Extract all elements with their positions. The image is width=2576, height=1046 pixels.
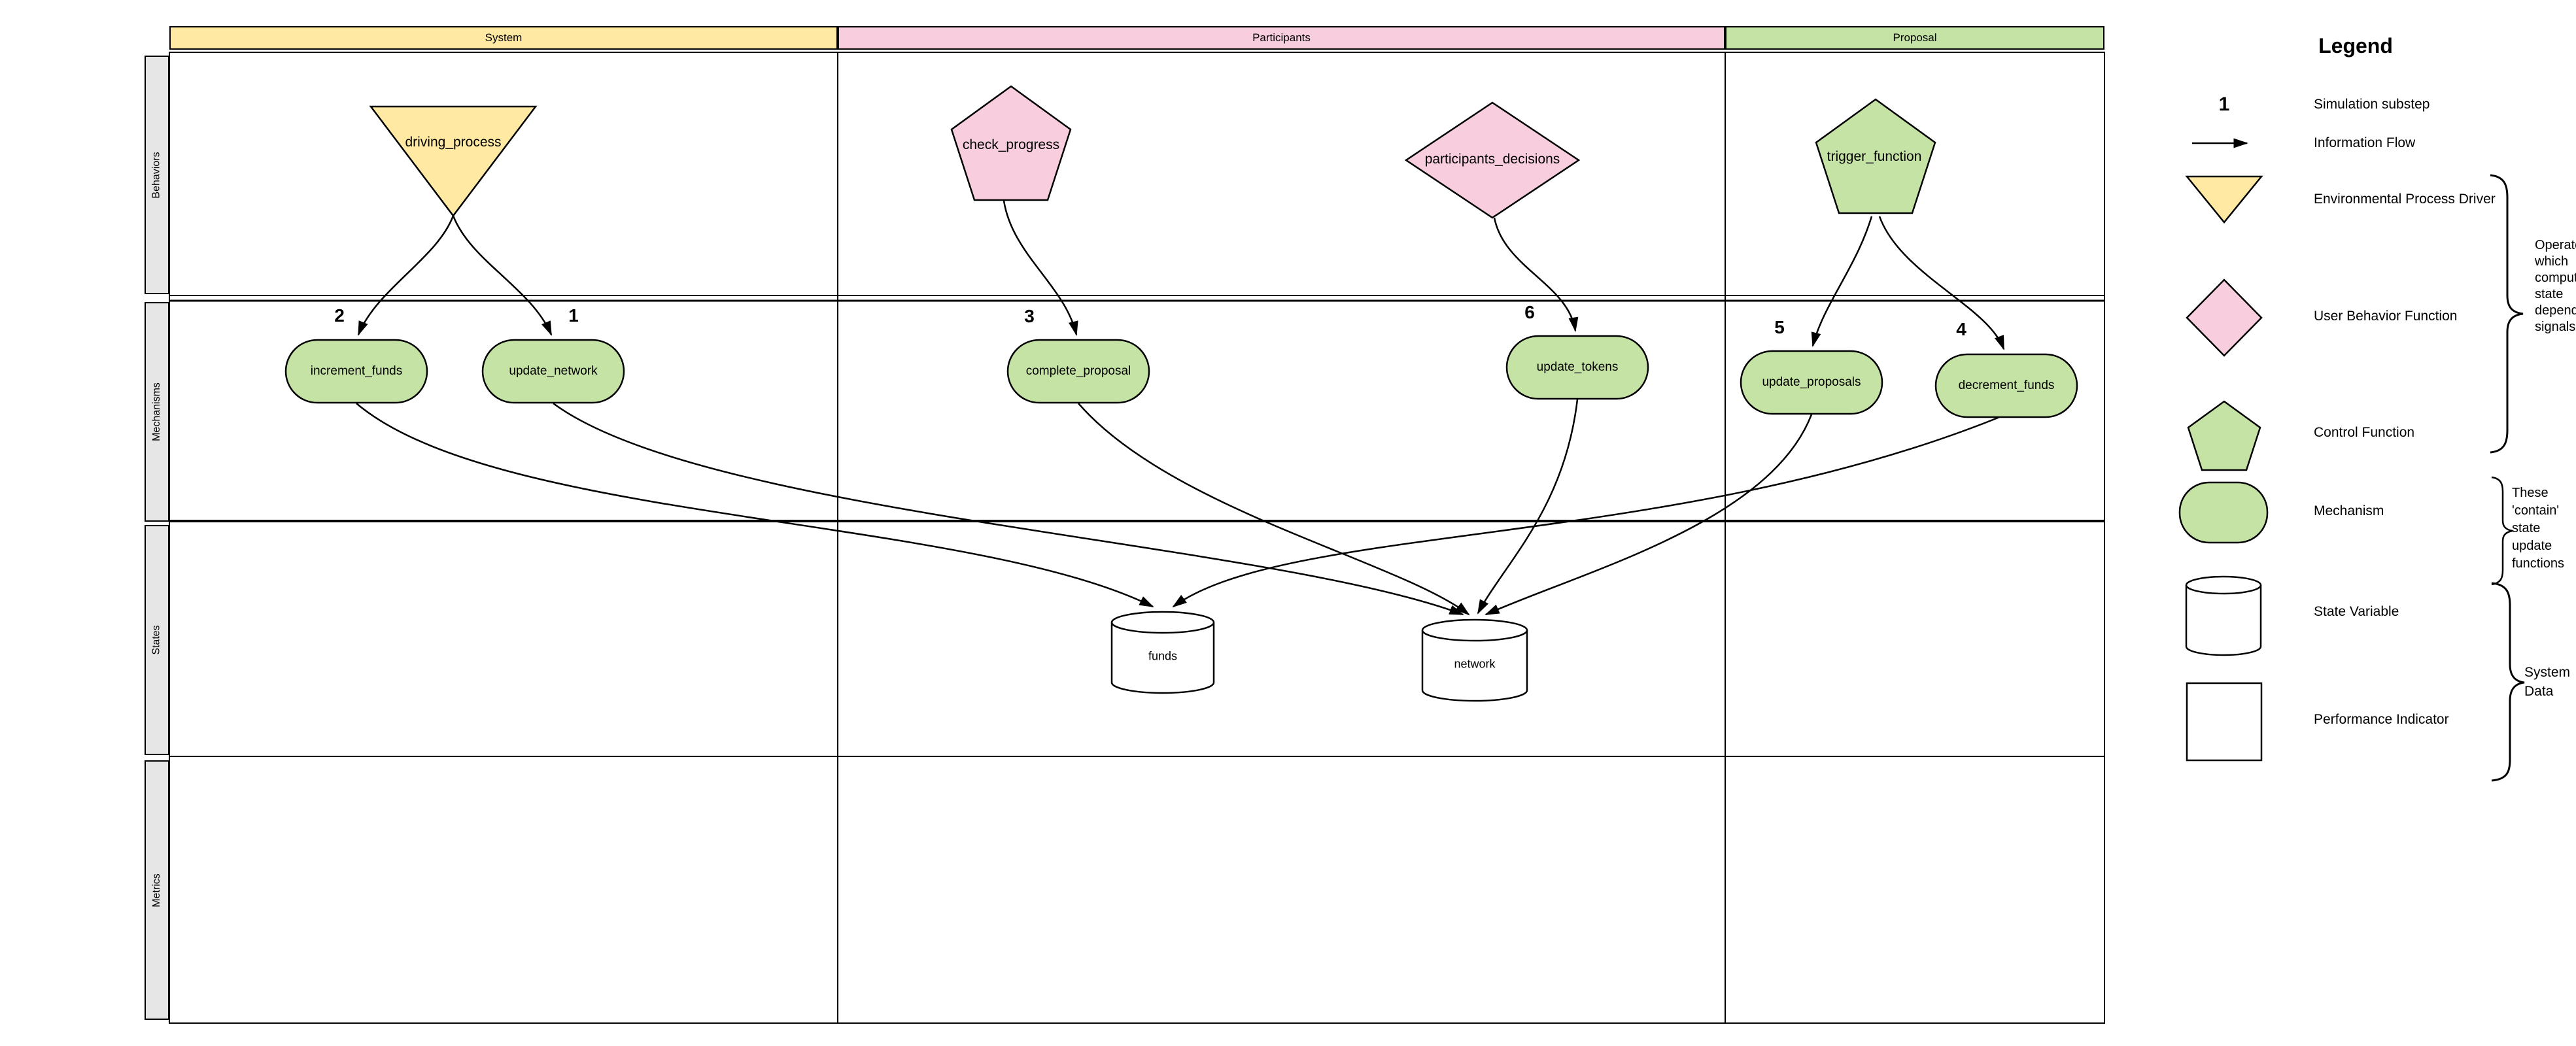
lane-label-behaviors: Behaviors	[145, 56, 169, 294]
flow-trigger_function-update_proposals[interactable]	[1811, 216, 1873, 347]
annotation-contain: These 'contain' state update functions	[2512, 486, 2565, 571]
brace-operators-icon	[2490, 174, 2524, 454]
node-label-increment-funds: increment_funds	[310, 364, 403, 378]
node-label-funds: funds	[1148, 649, 1178, 663]
legend-environmental-process-driver-icon	[2185, 175, 2263, 224]
lane-label-mechanisms: Mechanisms	[145, 302, 169, 522]
node-label-update-proposals: update_proposals	[1762, 375, 1861, 389]
cylinder-body	[2185, 585, 2262, 656]
cylinder-top	[2185, 575, 2262, 595]
user-behavior-diamond-participants-decisions[interactable]	[1404, 101, 1581, 219]
mechanism-decrement-funds[interactable]	[1934, 353, 2078, 418]
column-header-system: System	[169, 26, 838, 50]
node-label-network: network	[1454, 657, 1496, 671]
substep-number-update-tokens: 6	[1524, 302, 1535, 322]
legend-user-behavior-function-icon	[2186, 278, 2263, 357]
lane-label-text: Metrics	[151, 873, 162, 907]
annotation-operators: Operators which compute state dependent …	[2535, 238, 2576, 334]
flow-driving_process-increment_funds[interactable]	[357, 215, 455, 336]
cylinder-body	[1110, 622, 1215, 694]
state-variable-cylinder-funds[interactable]	[1110, 611, 1215, 694]
flow-update_tokens-network[interactable]	[1485, 414, 1813, 616]
node-label-update-network: update_network	[509, 364, 598, 378]
mechanism-increment-funds[interactable]	[284, 339, 428, 404]
node-label-complete-proposal: complete_proposal	[1025, 364, 1131, 378]
control-function-pentagon-trigger-function[interactable]	[1815, 98, 1936, 214]
legend-item-user-behavior-function: User Behavior Function	[2314, 309, 2458, 324]
flow-update_network-network[interactable]	[553, 402, 1464, 616]
lane-label-text: Mechanisms	[151, 382, 162, 441]
lane-label-metrics: Metrics	[145, 760, 169, 1020]
flow-complete_proposal-network[interactable]	[1078, 403, 1470, 616]
legend-title: Legend	[2318, 34, 2393, 58]
flow-increment_funds-funds[interactable]	[356, 403, 1154, 608]
column-header-label: Proposal	[1893, 31, 1937, 44]
annotation-system-data: System Data	[2524, 665, 2571, 699]
column-header-participants: Participants	[838, 26, 1725, 50]
legend-performance-indicator-icon	[2186, 682, 2263, 762]
node-label-decrement-funds: decrement_funds	[1958, 379, 2055, 392]
mechanism-update-tokens[interactable]	[1505, 335, 1649, 400]
flow-driving_process-update_network[interactable]	[452, 215, 553, 336]
legend-item-mechanism: Mechanism	[2314, 503, 2384, 518]
node-label-participants-decisions: participants_decisions	[1424, 152, 1560, 167]
brace-contain-icon	[2491, 476, 2513, 586]
column-header-proposal: Proposal	[1725, 26, 2104, 50]
flow-decrement_funds-funds[interactable]	[1172, 415, 2002, 608]
legend-item-state-variable: State Variable	[2314, 604, 2399, 619]
node-label-check-progress: check_progress	[962, 137, 1060, 152]
mechanism-update-network[interactable]	[481, 339, 625, 404]
substep-number-increment-funds: 2	[334, 305, 345, 326]
grid-outer-border	[169, 52, 2105, 1024]
mechanism-complete-proposal[interactable]	[1006, 339, 1150, 404]
node-label-trigger-function: trigger_function	[1827, 149, 1922, 164]
substep-number-decrement-funds: 4	[1956, 319, 1966, 339]
substep-number-update-proposals: 5	[1774, 317, 1785, 337]
node-label-update-tokens: update_tokens	[1536, 360, 1619, 374]
user-behavior-pentagon-check-progress[interactable]	[950, 85, 1072, 201]
legend-mechanism-icon	[2178, 481, 2269, 544]
substep-number-update-network: 1	[568, 305, 579, 326]
environmental-process-driver-triangle[interactable]	[369, 105, 538, 218]
lane-label-text: Behaviors	[151, 151, 162, 199]
legend-control-function-icon	[2187, 400, 2261, 471]
legend-state-variable-icon	[2185, 575, 2262, 656]
brace-system-data-icon	[2491, 582, 2525, 782]
flow-participants_decisions-update_tokens[interactable]	[1493, 217, 1579, 332]
column-header-label: Participants	[1252, 31, 1311, 44]
substep-number-complete-proposal: 3	[1024, 306, 1035, 326]
legend-substep-number-icon: 1	[2218, 93, 2230, 115]
cylinder-body	[1421, 630, 1528, 702]
legend-item-performance-indicator: Performance Indicator	[2314, 712, 2449, 727]
flow-update_proposals-network[interactable]	[1477, 399, 1579, 615]
cylinder-top	[1110, 611, 1215, 634]
node-label-driving-process: driving_process	[405, 135, 502, 150]
legend-item-control-function: Control Function	[2314, 425, 2415, 440]
cylinder-top	[1421, 618, 1528, 642]
flow-check_progress-complete_proposal[interactable]	[1003, 200, 1078, 336]
legend-item-simulation-substep: Simulation substep	[2314, 97, 2430, 112]
legend-item-environmental-process-driver: Environmental Process Driver	[2314, 192, 2496, 207]
lane-label-states: States	[145, 525, 169, 755]
state-variable-cylinder-network[interactable]	[1421, 618, 1528, 702]
legend-item-information-flow: Information Flow	[2314, 135, 2416, 150]
column-header-label: System	[485, 31, 523, 44]
lane-label-text: States	[151, 625, 163, 655]
mechanism-update-proposals[interactable]	[1740, 350, 1883, 415]
flow-trigger_function-decrement_funds[interactable]	[1878, 216, 2005, 350]
